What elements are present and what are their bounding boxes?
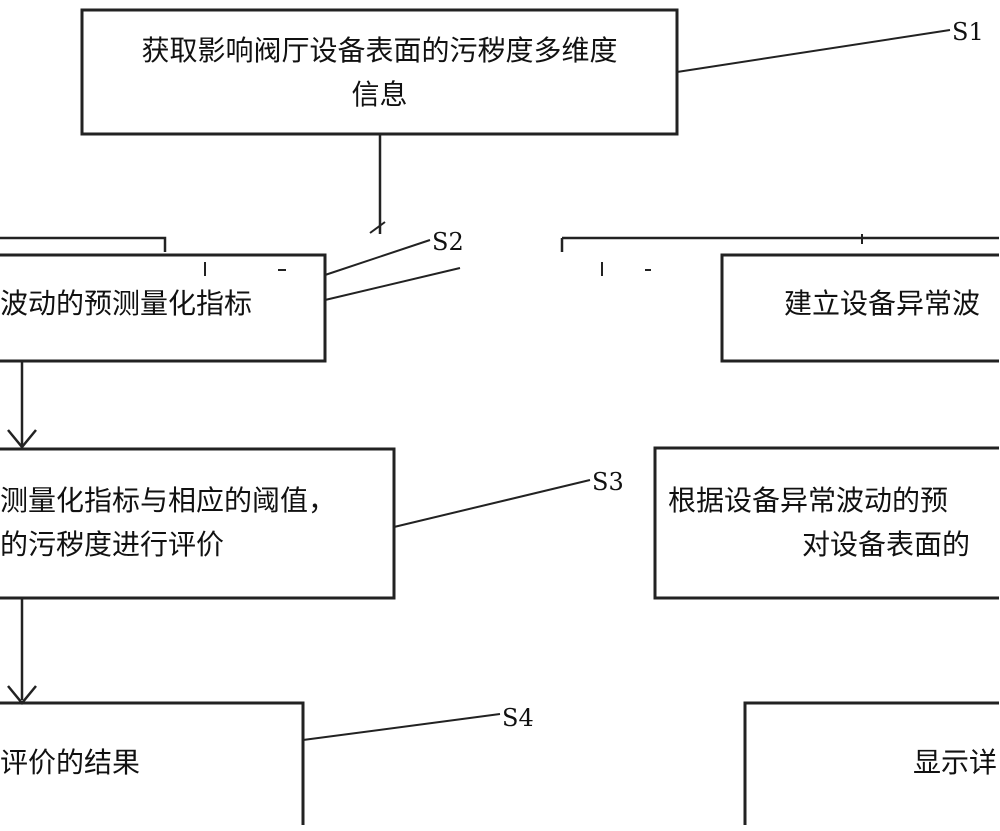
- right-s3-text-line2: 对设备表面的: [802, 528, 971, 561]
- s1-text-line1: 获取影响阀厅设备表面的污秽度多维度: [141, 34, 618, 67]
- leader-s4: [302, 713, 501, 741]
- step-label-s4: S4: [502, 704, 534, 732]
- left-s2-text: 波动的预测量化指标: [0, 287, 253, 320]
- left-s4-text: 评价的结果: [0, 746, 141, 779]
- left-s3-text-line1: 测量化指标与相应的阈值，: [0, 484, 337, 517]
- arrowhead-left-s3: [7, 429, 37, 449]
- branch-left: [0, 236, 167, 252]
- arrowhead-left-s4: [7, 685, 37, 705]
- right-s3-text-line1: 根据设备异常波动的预: [668, 484, 949, 517]
- step-label-s3: S3: [592, 468, 624, 496]
- right-s4-text: 显示详: [913, 746, 998, 779]
- step-label-s1: S1: [952, 18, 984, 46]
- leader-s1: [676, 29, 951, 73]
- leader-s2-b: [324, 267, 461, 301]
- right-s2-text: 建立设备异常波: [784, 287, 981, 320]
- box-right-s3: [653, 446, 999, 600]
- leader-s2-c: [369, 221, 386, 234]
- step-label-s2: S2: [432, 228, 464, 256]
- leader-s2-a: [324, 239, 431, 276]
- s1-text-line2: 信息: [351, 78, 408, 111]
- left-s3-text-line2: 的污秽度进行评价: [0, 528, 225, 561]
- leader-s3: [393, 479, 591, 528]
